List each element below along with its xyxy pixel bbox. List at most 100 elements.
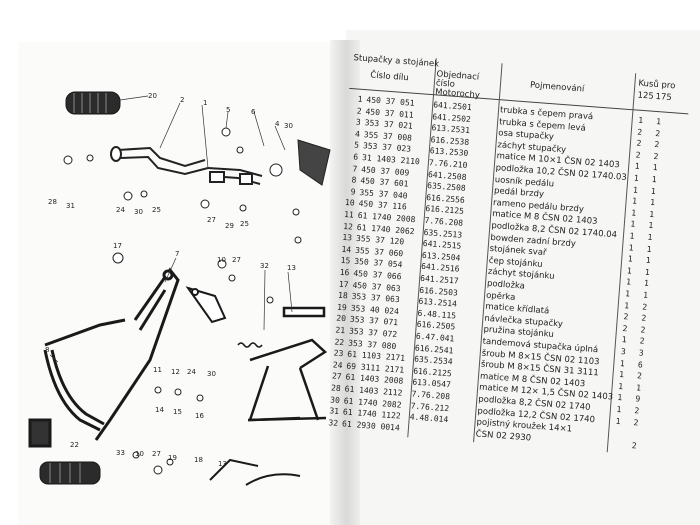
cell-q2: 1 <box>655 117 662 127</box>
brake-pedal <box>28 318 126 448</box>
cell-q2: 1 <box>643 278 650 289</box>
footrest-tube <box>110 146 209 176</box>
callout-label: 13 <box>287 264 296 272</box>
cell-no: 11 <box>343 209 355 220</box>
cell-q1: 1 <box>631 196 638 206</box>
cell-no: 20 <box>335 313 347 324</box>
cell-no: 10 <box>344 198 355 209</box>
cell-q2: 2 <box>639 336 645 347</box>
cell-q2: 3 <box>638 348 644 358</box>
cell-order: 616.2505 <box>416 320 456 332</box>
cell-no: 4 <box>354 129 361 139</box>
callout-label: 33 <box>116 449 125 457</box>
cell-no: 16 <box>339 267 350 278</box>
cell-q1: 1 <box>628 242 634 253</box>
callout-label: 2 <box>180 96 184 104</box>
callout-label: 25 <box>152 206 161 214</box>
callout-label: 28 <box>48 198 57 206</box>
cell-q2: 1 <box>650 186 657 196</box>
cell-q2: 2 <box>640 325 646 335</box>
cell-no: 28 <box>330 383 342 394</box>
cell-q1: 1 <box>633 173 640 183</box>
cell-order: 613.2504 <box>421 250 461 263</box>
callout-label: 10 <box>217 256 226 264</box>
callout-label: 18 <box>194 456 203 464</box>
cell-order: 613.0547 <box>412 377 452 390</box>
callout-label: 1 <box>203 99 207 107</box>
left-page <box>18 42 340 525</box>
cell-order: 635.2508 <box>426 181 466 194</box>
cell-order: 616.2541 <box>414 343 454 356</box>
callout-label: 15 <box>173 408 182 416</box>
cell-order: 7.76.208 <box>411 389 451 402</box>
column-header-name: Pojmenování <box>529 80 585 95</box>
cell-q1 <box>612 439 622 440</box>
cell-q2 <box>631 429 641 430</box>
cell-q1: 1 <box>632 185 639 195</box>
cell-no: 24 <box>332 360 343 370</box>
brake-arm <box>185 286 227 324</box>
cell-q1: 1 <box>617 381 624 392</box>
cell-q2: 1 <box>644 267 651 277</box>
cell-q2: 1 <box>635 383 642 393</box>
cell-q1: 1 <box>618 370 625 380</box>
callout-label: 6 <box>251 108 256 116</box>
cell-q2: 1 <box>651 174 658 185</box>
cell-order: 641.2501 <box>432 100 473 113</box>
cell-q1: 1 <box>630 219 636 230</box>
cell-order: 641.2517 <box>419 273 459 286</box>
cell-no: 18 <box>337 290 349 301</box>
cell-order: 616.2503 <box>419 285 459 298</box>
cell-order: 616.2125 <box>425 204 465 217</box>
callout-label: 12 <box>171 368 180 376</box>
cell-q2: 1 <box>652 163 658 173</box>
callout-label: 30 <box>284 122 293 130</box>
cell-q1: 3 <box>620 347 627 357</box>
callout-label: 17 <box>113 242 122 250</box>
cell-q1: 1 <box>624 289 631 299</box>
cell-q1: 2 <box>622 323 628 334</box>
cell-q2: 1 <box>647 232 653 243</box>
callout-label: 4 <box>275 120 280 128</box>
cell-q2: 2 <box>654 140 660 150</box>
cell-q1: 1 <box>637 115 644 126</box>
cell-no: 22 <box>334 337 345 347</box>
cell-order: 616.2556 <box>425 192 466 205</box>
callout-label: 22 <box>70 441 79 449</box>
cell-no: 19 <box>336 302 348 313</box>
cell-order: 613.2514 <box>418 296 458 309</box>
cell-q2: 1 <box>648 209 655 219</box>
cell-no: 12 <box>342 221 354 232</box>
cell-order: 641.2515 <box>422 239 462 251</box>
callout-label: 10 <box>135 450 144 458</box>
callout-label: 32 <box>260 262 269 270</box>
cell-order: 641.2516 <box>420 262 460 275</box>
leader-lines <box>49 95 293 363</box>
qty-model-125: 125 <box>637 90 655 102</box>
cell-q1: 2 <box>637 127 643 137</box>
cell-no: 30 <box>329 394 341 405</box>
cell-q1: 1 <box>629 231 635 241</box>
cell-q2: 1 <box>646 244 652 254</box>
cell-no: 5 <box>353 140 360 151</box>
cell-q2: 1 <box>642 290 649 300</box>
cell-q1: 1 <box>617 393 623 403</box>
cell-order: 7.76.210 <box>428 158 468 170</box>
cell-name: podložka <box>486 278 526 292</box>
callout-label: 30 <box>207 370 216 378</box>
cell-order: 641.2508 <box>427 169 467 182</box>
cell-order: 4.48.014 <box>409 412 449 425</box>
callout-label: 24 <box>116 206 125 214</box>
cell-no: 2 <box>356 106 362 116</box>
cell-q1: 1 <box>630 208 637 218</box>
callout-label: 19 <box>168 454 177 462</box>
cell-no: 23 <box>333 348 344 359</box>
cell-q2: 2 <box>631 440 638 451</box>
cell-q2: 2 <box>633 417 639 428</box>
cell-q1 <box>613 428 623 429</box>
bottom-parts <box>209 458 301 486</box>
callout-label: 24 <box>187 368 196 376</box>
parts-table: Stupačky a stojánek Číslo dílu Objednací… <box>320 52 696 507</box>
callout-label: 31 <box>66 202 75 210</box>
spring <box>237 342 263 348</box>
